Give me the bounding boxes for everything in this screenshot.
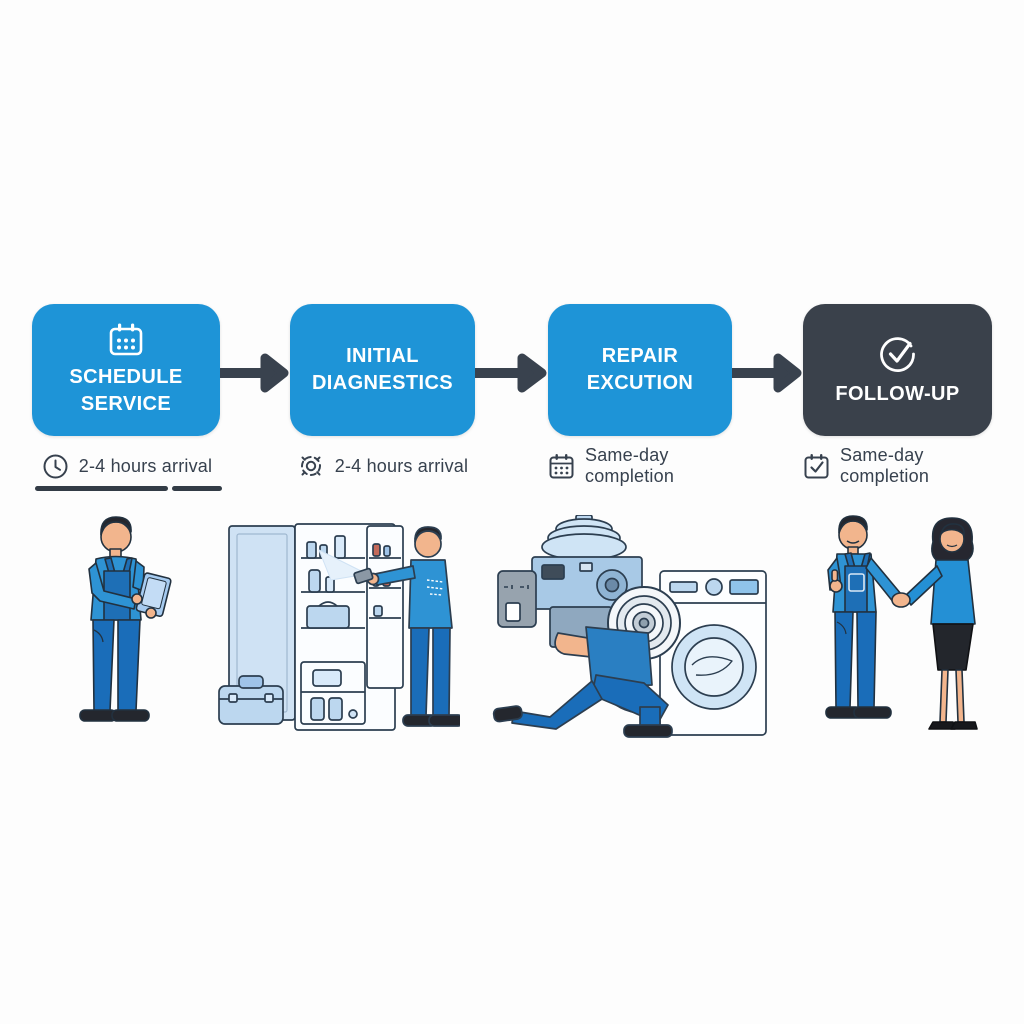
- step-title: REPAIR EXCUTION: [586, 345, 694, 394]
- sub-label-initial-diagnostics: 2-4 hours arrival: [290, 450, 475, 482]
- step-title: INITIAL DIAGNESTICS: [311, 345, 454, 394]
- clock-icon: [42, 453, 69, 480]
- technician-with-tablet-illustration: [52, 513, 187, 730]
- calendar-icon: [548, 453, 575, 480]
- arrow-icon: [475, 345, 548, 401]
- step-title: FOLLOW-UP: [835, 382, 960, 405]
- technician-customer-handshake-illustration: [795, 510, 1010, 734]
- step-box-initial-diagnostics: INITIAL DIAGNESTICS: [290, 304, 475, 436]
- technician-inspecting-refrigerator-illustration: [215, 518, 464, 732]
- gear-icon: [297, 452, 325, 480]
- technician-repairing-washing-machine-illustration: [492, 514, 772, 739]
- step-box-repair-execution: REPAIR EXCUTION: [548, 304, 732, 436]
- step-box-follow-up: FOLLOW-UP: [803, 304, 992, 436]
- sub-label-text: 2-4 hours arrival: [78, 455, 213, 476]
- sub-label-text: Same-day completion: [840, 445, 930, 486]
- sub-label-text: 2-4 hours arrival: [334, 455, 469, 476]
- arrow-icon: [732, 345, 803, 401]
- sub-label-follow-up: Same-day completion: [803, 445, 992, 486]
- calendar-icon: [107, 322, 145, 358]
- sub-label-text: Same-day completion: [585, 445, 675, 486]
- check-circle-icon: [877, 333, 919, 375]
- sub-label-repair-execution: Same-day completion: [548, 445, 732, 486]
- progress-underline-long: [35, 486, 168, 491]
- calendar-check-icon: [803, 453, 830, 480]
- progress-underline-short: [172, 486, 222, 491]
- arrow-icon: [220, 345, 290, 401]
- sub-label-schedule-service: 2-4 hours arrival: [32, 450, 222, 482]
- step-box-schedule-service: SCHEDULE SERVICE: [32, 304, 220, 436]
- step-title: SCHEDULE SERVICE: [69, 366, 183, 415]
